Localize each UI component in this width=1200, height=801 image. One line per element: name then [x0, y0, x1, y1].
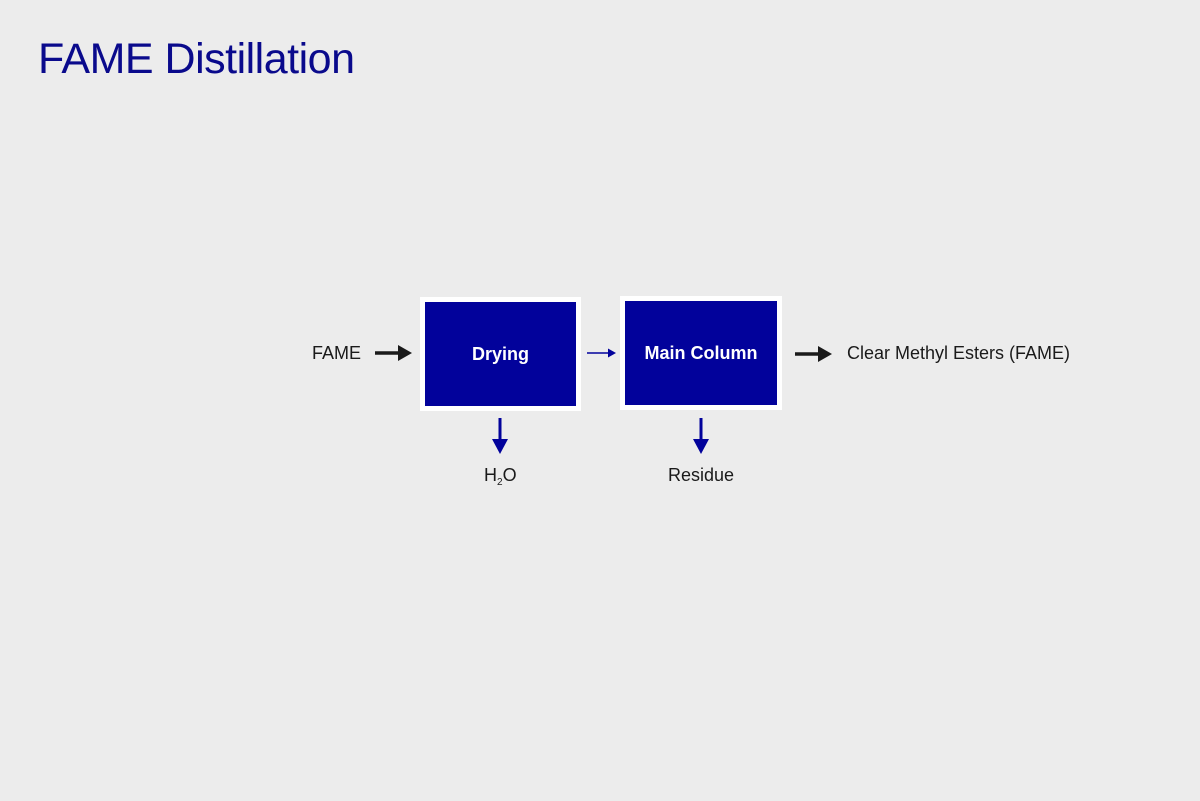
- drying-label: Drying: [471, 344, 529, 364]
- residue-byproduct-label: Residue: [668, 465, 735, 485]
- page-title: FAME Distillation: [38, 35, 355, 83]
- output-arrow-icon: [795, 346, 832, 362]
- output-label: Clear Methyl Esters (FAME): [847, 343, 1071, 363]
- water-byproduct-label: H2O: [484, 465, 517, 488]
- main-column-label: Main Column: [644, 343, 758, 363]
- connector-arrow-icon: [587, 348, 616, 358]
- main-column-box: Main Column: [620, 296, 782, 410]
- main-column-byproduct-arrow-icon: [693, 418, 709, 454]
- drying-box: Drying: [420, 297, 581, 411]
- input-label: FAME: [312, 343, 362, 363]
- drying-byproduct-arrow-icon: [492, 418, 508, 454]
- input-arrow-icon: [375, 345, 412, 361]
